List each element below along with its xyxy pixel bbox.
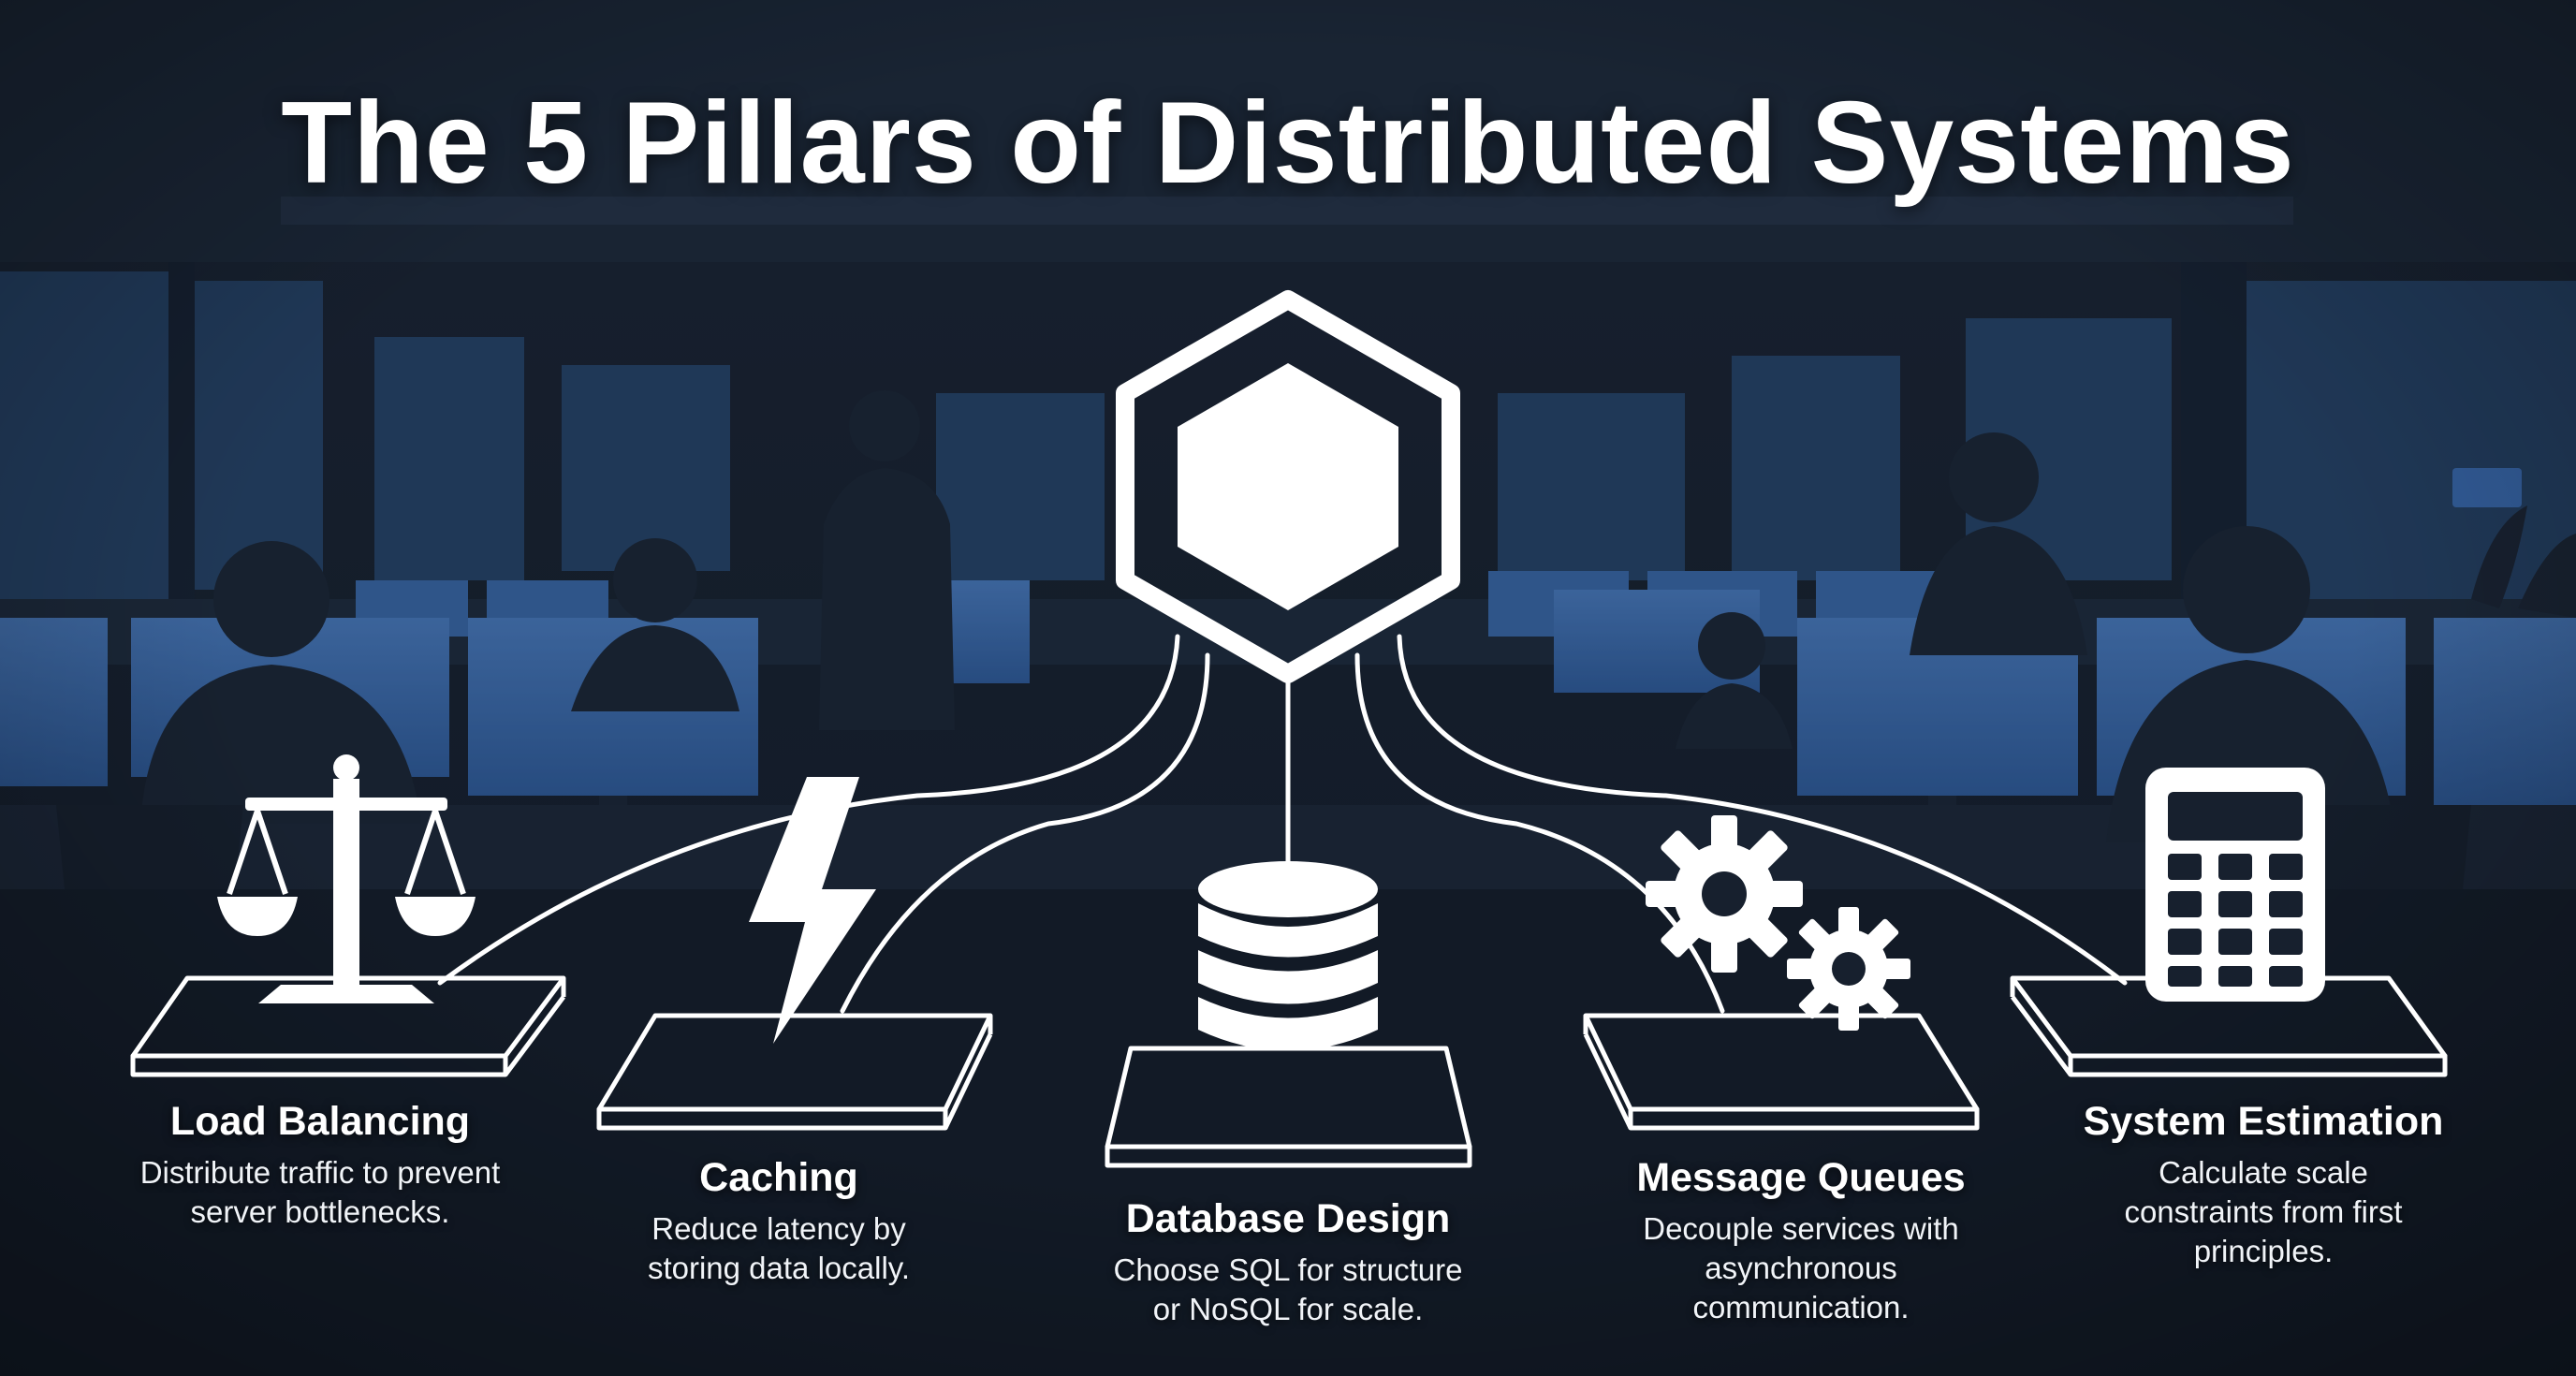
pillar-description: Distribute traffic to prevent server bot… [58, 1153, 582, 1232]
pillar-description: Choose SQL for structure or NoSQL for sc… [1026, 1251, 1550, 1329]
platform-message-queues [1583, 1013, 1980, 1131]
pillar-system-estimation: System Estimation Calculate scale constr… [2001, 1097, 2525, 1271]
pillar-description-line: constraints from first [2124, 1194, 2403, 1229]
pillar-description-line: storing data locally. [647, 1251, 911, 1285]
connector-load-balancing [437, 634, 1180, 986]
connector-message-queues [1354, 652, 1725, 1014]
pillar-caching: Caching Reduce latency by storing data l… [517, 1153, 1041, 1288]
pillar-database-design: Database Design Choose SQL for structure… [1026, 1194, 1550, 1329]
pillar-name: System Estimation [2083, 1099, 2444, 1144]
pillar-name: Message Queues [1636, 1155, 1966, 1200]
pillar-description-line: Choose SQL for structure [1113, 1252, 1463, 1287]
database-icon [1198, 861, 1378, 1051]
pillar-load-balancing: Load Balancing Distribute traffic to pre… [58, 1097, 582, 1232]
lightning-bolt-icon [749, 777, 876, 1044]
pillar-description-line: communication. [1692, 1290, 1910, 1325]
page-title: The 5 Pillars of Distributed Systems [281, 79, 2295, 208]
pillar-description: Decouple services with asynchronous comm… [1539, 1209, 2063, 1327]
pillar-name: Database Design [1125, 1196, 1451, 1241]
connector-system-estimation [1397, 634, 2128, 986]
scales-icon [217, 754, 476, 1003]
pillar-description-line: asynchronous [1705, 1251, 1897, 1285]
pillar-description-line: Distribute traffic to prevent [139, 1155, 501, 1190]
pillar-description-line: Reduce latency by [651, 1211, 906, 1246]
pillar-description: Reduce latency by storing data locally. [517, 1209, 1041, 1288]
hexagon-icon [1116, 290, 1460, 683]
platform-load-balancing [130, 975, 566, 1077]
pillar-name: Caching [699, 1155, 858, 1200]
pillar-description-line: Decouple services with [1643, 1211, 1959, 1246]
gears-icon [1646, 815, 1910, 1031]
pillar-description-line: Calculate scale [2159, 1155, 2368, 1190]
calculator-icon [2145, 768, 2325, 1002]
pillar-name: Load Balancing [169, 1099, 471, 1144]
platform-caching [596, 1013, 993, 1131]
pillar-description-line: or NoSQL for scale. [1152, 1292, 1424, 1326]
platform-database-design [1105, 1046, 1472, 1168]
pillar-description: Calculate scale constraints from first p… [2001, 1153, 2525, 1271]
pillar-message-queues: Message Queues Decouple services with as… [1539, 1153, 2063, 1327]
pillar-description-line: principles. [2193, 1234, 2334, 1268]
connector-caching [840, 652, 1210, 1014]
pillar-description-line: server bottlenecks. [190, 1194, 450, 1229]
